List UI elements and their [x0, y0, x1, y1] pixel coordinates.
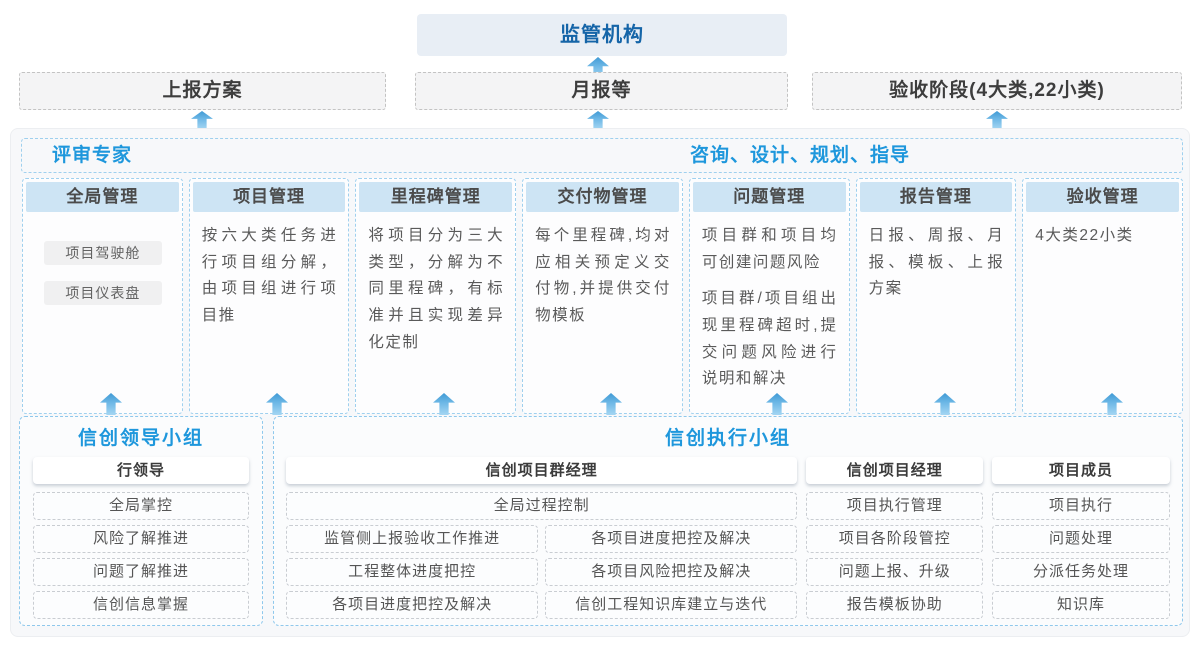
regulator-box: 监管机构 [417, 14, 787, 56]
column-acceptance-management: 验收管理 4大类22小类 [1022, 178, 1183, 414]
column-body: 每个里程碑,均对应相关预定义交付物,并提供交付物模板 [525, 213, 680, 348]
column-title: 全局管理 [26, 182, 179, 212]
bottom-groups: 信创领导小组 行领导 全局掌控 风险了解推进 问题了解推进 信创信息掌握 信创执… [19, 416, 1183, 626]
column-body: 将项目分为三大类型，分解为不同里程碑，有标准并且实现差异化定制 [358, 213, 513, 374]
member-item: 问题处理 [992, 525, 1170, 553]
execution-group: 信创执行小组 信创项目群经理 全局过程控制 监管侧上报验收工作推进 各项目进度把… [273, 416, 1183, 626]
channel-acceptance-phase: 验收阶段(4大类,22小类) [812, 72, 1182, 110]
column-report-management: 报告管理 日报、周报、月报、模板、上报方案 [855, 178, 1017, 414]
column-paragraph: 按六大类任务进行项目组分解，由项目组进行项目推 [201, 227, 338, 324]
column-paragraph: 日报、周报、月报、模板、上报方案 [868, 227, 1005, 298]
column-body: 项目群和项目均可创建问题风险 项目群/项目组出现里程碑超时,提交问题风险进行说明… [692, 213, 847, 411]
pgm-item: 各项目风险把控及解决 [545, 558, 798, 586]
column-title: 报告管理 [859, 182, 1013, 212]
column-paragraph: 4大类22小类 [1035, 227, 1134, 244]
column-title: 项目管理 [192, 182, 346, 212]
role-bank-leadership: 行领导 [33, 457, 249, 484]
pgm-item: 各项目进度把控及解决 [286, 591, 539, 619]
channel-report-plan: 上报方案 [19, 72, 386, 110]
leadership-group: 信创领导小组 行领导 全局掌控 风险了解推进 问题了解推进 信创信息掌握 [19, 416, 263, 626]
role-project-manager: 信创项目经理 [806, 457, 984, 484]
column-body: 日报、周报、月报、模板、上报方案 [859, 213, 1014, 321]
column-title: 问题管理 [692, 182, 846, 212]
pm-item: 问题上报、升级 [806, 558, 984, 586]
project-member-stack: 项目成员 项目执行 问题处理 分派任务处理 知识库 [992, 457, 1170, 624]
column-milestone-management: 里程碑管理 将项目分为三大类型，分解为不同里程碑，有标准并且实现差异化定制 [355, 178, 517, 414]
pgm-item: 信创工程知识库建立与迭代 [545, 591, 798, 619]
pgm-item: 全局过程控制 [286, 492, 798, 520]
group-title: 信创领导小组 [77, 428, 204, 449]
channel-monthly-report: 月报等 [415, 72, 788, 110]
leader-item: 问题了解推进 [33, 558, 249, 586]
column-global-management: 全局管理 项目驾驶舱 项目仪表盘 [22, 178, 183, 414]
review-experts-label: 评审专家 [52, 145, 133, 166]
management-columns: 全局管理 项目驾驶舱 项目仪表盘 项目管理 按六大类任务进行项目组分解，由项目组… [22, 178, 1183, 414]
column-title: 里程碑管理 [359, 182, 513, 212]
role-project-member: 项目成员 [992, 457, 1170, 484]
column-paragraph: 项目群/项目组出现里程碑超时,提交问题风险进行说明和解决 [701, 290, 838, 388]
leader-item: 信创信息掌握 [33, 591, 249, 619]
column-title: 交付物管理 [526, 182, 679, 212]
program-manager-stack: 信创项目群经理 全局过程控制 监管侧上报验收工作推进 各项目进度把控及解决 工程… [286, 457, 798, 624]
column-paragraph: 每个里程碑,均对应相关预定义交付物,并提供交付物模板 [535, 227, 671, 324]
up-arrow-icon [986, 111, 1008, 129]
role-program-manager: 信创项目群经理 [286, 457, 798, 484]
pm-item: 项目各阶段管控 [806, 525, 984, 553]
column-issue-management: 问题管理 项目群和项目均可创建问题风险 项目群/项目组出现里程碑超时,提交问题风… [688, 178, 850, 414]
pgm-item-row: 监管侧上报验收工作推进 各项目进度把控及解决 [286, 525, 798, 553]
up-arrow-icon [587, 111, 609, 129]
column-body: 项目驾驶舱 项目仪表盘 [25, 213, 180, 313]
up-arrow-icon [191, 111, 213, 129]
chip-project-dashboard: 项目仪表盘 [43, 281, 162, 305]
pgm-item: 各项目进度把控及解决 [545, 525, 798, 553]
column-project-management: 项目管理 按六大类任务进行项目组分解，由项目组进行项目推 [188, 178, 350, 414]
expert-header: 评审专家 咨询、设计、规划、指导 [21, 138, 1183, 173]
column-body: 按六大类任务进行项目组分解，由项目组进行项目推 [192, 213, 347, 348]
column-paragraph: 项目群和项目均可创建问题风险 [701, 227, 838, 271]
chip-project-cockpit: 项目驾驶舱 [43, 241, 162, 265]
member-item: 项目执行 [992, 492, 1170, 520]
group-title: 信创执行小组 [664, 428, 791, 449]
pgm-item-row: 工程整体进度把控 各项目风险把控及解决 [286, 558, 798, 586]
pgm-item: 工程整体进度把控 [286, 558, 539, 586]
execution-group-body: 信创项目群经理 全局过程控制 监管侧上报验收工作推进 各项目进度把控及解决 工程… [274, 457, 1182, 624]
column-paragraph: 将项目分为三大类型，分解为不同里程碑，有标准并且实现差异化定制 [368, 227, 505, 351]
member-item: 分派任务处理 [992, 558, 1170, 586]
leader-item: 风险了解推进 [33, 525, 249, 553]
platform-container: 评审专家 咨询、设计、规划、指导 全局管理 项目驾驶舱 项目仪表盘 项目管理 按… [10, 128, 1190, 637]
column-title: 验收管理 [1026, 182, 1179, 212]
pgm-item: 监管侧上报验收工作推进 [286, 525, 539, 553]
project-manager-stack: 信创项目经理 项目执行管理 项目各阶段管控 问题上报、升级 报告模板协助 [806, 457, 984, 624]
pm-item: 项目执行管理 [806, 492, 984, 520]
member-item: 知识库 [992, 591, 1170, 619]
column-deliverable-management: 交付物管理 每个里程碑,均对应相关预定义交付物,并提供交付物模板 [522, 178, 683, 414]
pm-item: 报告模板协助 [806, 591, 984, 619]
column-body: 4大类22小类 [1025, 213, 1180, 268]
pgm-item-row: 各项目进度把控及解决 信创工程知识库建立与迭代 [286, 591, 798, 619]
leader-item: 全局掌控 [33, 492, 249, 520]
consulting-design-label: 咨询、设计、规划、指导 [690, 145, 911, 166]
